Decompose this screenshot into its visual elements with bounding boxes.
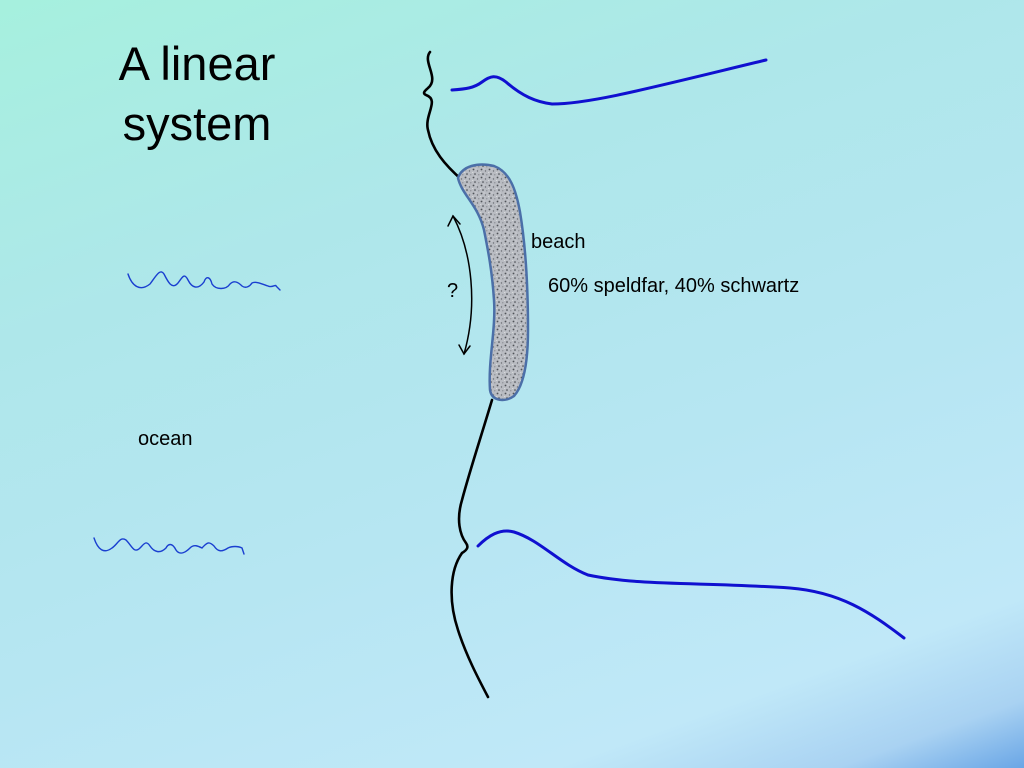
sand-composition-label: 60% speldfar, 40% schwartz — [548, 275, 800, 297]
ocean-label: ocean — [138, 428, 193, 450]
double-headed-arrow-icon — [447, 214, 473, 356]
upper-coastline — [422, 50, 464, 182]
beach-label: beach — [531, 231, 586, 253]
slide-title: A linear system — [118, 37, 276, 150]
question-mark-label: ? — [447, 280, 459, 302]
upper-inland-boundary — [450, 58, 768, 106]
wave-icon — [127, 271, 281, 291]
wave-icon — [93, 537, 245, 555]
beach-sand — [456, 163, 530, 402]
lower-coastline — [450, 398, 494, 699]
lower-inland-boundary — [476, 529, 906, 640]
